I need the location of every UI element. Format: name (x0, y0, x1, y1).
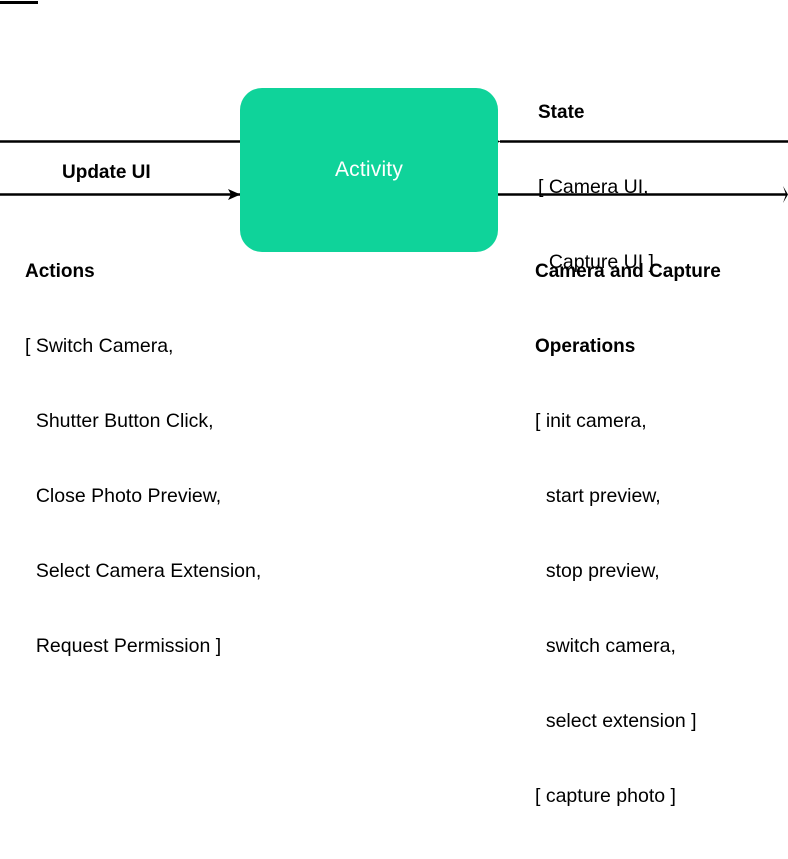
edge-label-camera-operations-item: select extension ] (535, 710, 697, 732)
edge-label-state: State [ Camera UI, Capture UI ] (538, 50, 654, 325)
edge-label-camera-operations-item: switch camera, (535, 635, 676, 657)
edge-label-state-header: State (538, 102, 585, 123)
edge-label-actions-item: Close Photo Preview, (25, 485, 222, 507)
edge-label-camera-operations-item: stop preview, (535, 560, 660, 582)
edge-layer (0, 136, 788, 203)
edge-label-camera-operations-header-line1: Camera and Capture (535, 261, 721, 282)
edge-label-state-item: Capture UI ] (538, 251, 654, 273)
edge-camera-operations-arrowhead (783, 186, 788, 203)
edge-label-update-ui: Update UI (62, 110, 151, 235)
edge-label-actions-item: Shutter Button Click, (25, 410, 214, 432)
activity-node[interactable]: Activity (240, 88, 498, 252)
edge-label-actions-item: [ Switch Camera, (25, 335, 174, 357)
edge-label-actions-header: Actions (25, 261, 95, 282)
activity-node-label: Activity (334, 158, 404, 181)
edge-label-actions: Actions [ Switch Camera, Shutter Button … (25, 209, 261, 709)
edge-label-camera-operations-item: [ init camera, (535, 410, 647, 432)
top-left-rule (0, 1, 38, 4)
edge-label-camera-operations-item: [ capture photo ] (535, 785, 676, 807)
diagram-canvas: Activity Update UI State [ Camera UI, Ca… (0, 1, 788, 807)
edge-label-actions-item: Request Permission ] (25, 635, 222, 657)
edge-label-actions-item: Select Camera Extension, (25, 560, 262, 582)
edge-label-state-item: [ Camera UI, (538, 176, 649, 198)
edge-label-camera-operations-header-line2: Operations (535, 336, 636, 357)
edge-label-camera-operations-item: start preview, (535, 485, 661, 507)
edge-label-update-ui-header: Update UI (62, 162, 151, 183)
edge-label-camera-operations: Camera and Capture Operations [ init cam… (535, 209, 721, 859)
